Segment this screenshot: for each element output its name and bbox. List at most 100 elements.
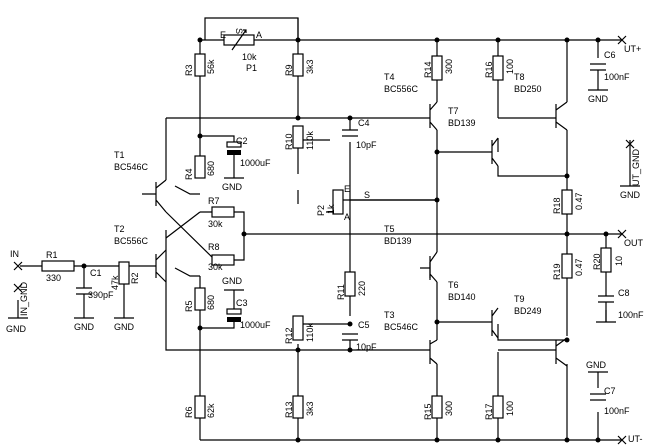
r18-ref: R18 [552, 197, 562, 214]
p1-value: 10k [242, 52, 257, 62]
potentiometer-p2 [326, 189, 437, 215]
r10-value: 110k [305, 131, 315, 150]
t5-ref: T5 [384, 224, 395, 234]
r15-value: 300 [444, 401, 454, 416]
t5-value: BD139 [384, 236, 412, 246]
transistor-t10 [498, 337, 568, 367]
r3-value: 56k [206, 59, 216, 74]
capacitor-c1 [76, 287, 92, 301]
r2-value: 47k [110, 275, 120, 290]
c8-value: 100nF [618, 310, 644, 320]
r18-value: 0.47 [574, 192, 584, 210]
r10-ref: R10 [284, 133, 294, 150]
p1-pin-s: S [234, 28, 244, 34]
transistor-t4 [420, 101, 438, 131]
junctions [81, 37, 609, 443]
gnd-label-r2: GND [114, 322, 135, 332]
c5-ref: C5 [358, 320, 370, 330]
r15-ref: R15 [423, 403, 433, 420]
t8-value: BD250 [514, 84, 542, 94]
r6-value: 62k [206, 403, 216, 418]
r19-ref: R19 [552, 263, 562, 280]
resistor-r3 [194, 53, 206, 77]
resistor-r2 [118, 261, 130, 285]
c3-ref: C3 [236, 298, 248, 308]
resistor-r16 [492, 55, 504, 81]
port-in: IN [10, 249, 19, 259]
wires [13, 17, 635, 445]
r4-value: 680 [206, 161, 216, 176]
r19-value: 0.47 [574, 258, 584, 276]
t1-ref: T1 [114, 150, 125, 160]
r8-value: 30k [208, 262, 223, 272]
transistor-t8 [498, 101, 568, 131]
resistor-r5 [194, 287, 206, 311]
p2-pin-a: A [344, 212, 350, 222]
t3-ref: T3 [384, 310, 395, 320]
port-in-gnd: IN_GND [19, 281, 29, 316]
t2-ref: T2 [114, 224, 125, 234]
r12-value: 110k [305, 323, 315, 342]
p1-pin-e: E [220, 30, 226, 40]
gnd-label-c3: GND [222, 276, 243, 286]
capacitors [76, 63, 614, 401]
capacitor-c7 [590, 393, 606, 401]
r1-value: 330 [46, 273, 61, 283]
resistor-r20 [600, 247, 612, 273]
r3-ref: R3 [184, 64, 194, 76]
capacitor-c5 [342, 333, 358, 341]
resistors [41, 53, 612, 419]
resistor-r10 [292, 125, 304, 149]
r5-value: 680 [206, 295, 216, 310]
p2-ref: P2 [316, 205, 326, 216]
r13-value: 3k3 [305, 401, 315, 416]
port-ut-minus: UT- [628, 434, 643, 444]
c1-ref: C1 [90, 268, 102, 278]
capacitor-c8 [598, 295, 614, 322]
r20-ref: R20 [592, 253, 602, 270]
labels: IN GND IN_GND UT+ UT- OUT UT_GND GND GND… [6, 28, 644, 444]
c7-value: 100nF [604, 406, 630, 416]
c7-ref: C7 [604, 386, 616, 396]
potentiometer-p1 [223, 29, 255, 51]
resistor-r17 [492, 395, 504, 419]
capacitor-c2 [226, 141, 242, 178]
capacitor-c4 [342, 129, 358, 137]
resistor-r19 [561, 253, 573, 279]
c2-value: 1000uF [240, 158, 271, 168]
r14-value: 300 [444, 59, 454, 74]
r8-ref: R8 [208, 242, 220, 252]
r6-ref: R6 [184, 406, 194, 418]
c6-ref: C6 [604, 50, 616, 60]
r9-value: 3k3 [305, 59, 315, 74]
resistor-r7 [211, 206, 235, 218]
resistor-r1 [41, 260, 75, 272]
resistor-r12 [292, 315, 304, 341]
c5-value: 10pF [356, 342, 377, 352]
transistor-t5 [420, 251, 438, 283]
r14-ref: R14 [423, 61, 433, 78]
gnd-label-c6: GND [588, 94, 609, 104]
resistor-r18 [561, 189, 573, 215]
r12-ref: R12 [284, 327, 294, 344]
t6-ref: T6 [448, 280, 459, 290]
p1-pin-a: A [256, 30, 262, 40]
p2-pin-s: S [364, 190, 370, 200]
port-ut-gnd: UT_GND [631, 148, 641, 186]
t4-ref: T4 [384, 72, 395, 82]
t3-value: BC546C [384, 322, 419, 332]
transistor-t1 [142, 179, 167, 213]
transistors [142, 101, 568, 367]
c8-ref: C8 [618, 288, 630, 298]
port-in-gnd-label: GND [6, 324, 27, 334]
r7-value: 30k [208, 219, 223, 229]
r13-ref: R13 [284, 401, 294, 418]
transistor-t3 [420, 339, 438, 365]
c2-ref: C2 [236, 136, 248, 146]
c1-value: 390pF [88, 290, 114, 300]
t4-value: BC556C [384, 84, 419, 94]
r1-ref: R1 [46, 250, 58, 260]
p2-pin-e: E [344, 184, 350, 194]
t7-ref: T7 [448, 106, 459, 116]
